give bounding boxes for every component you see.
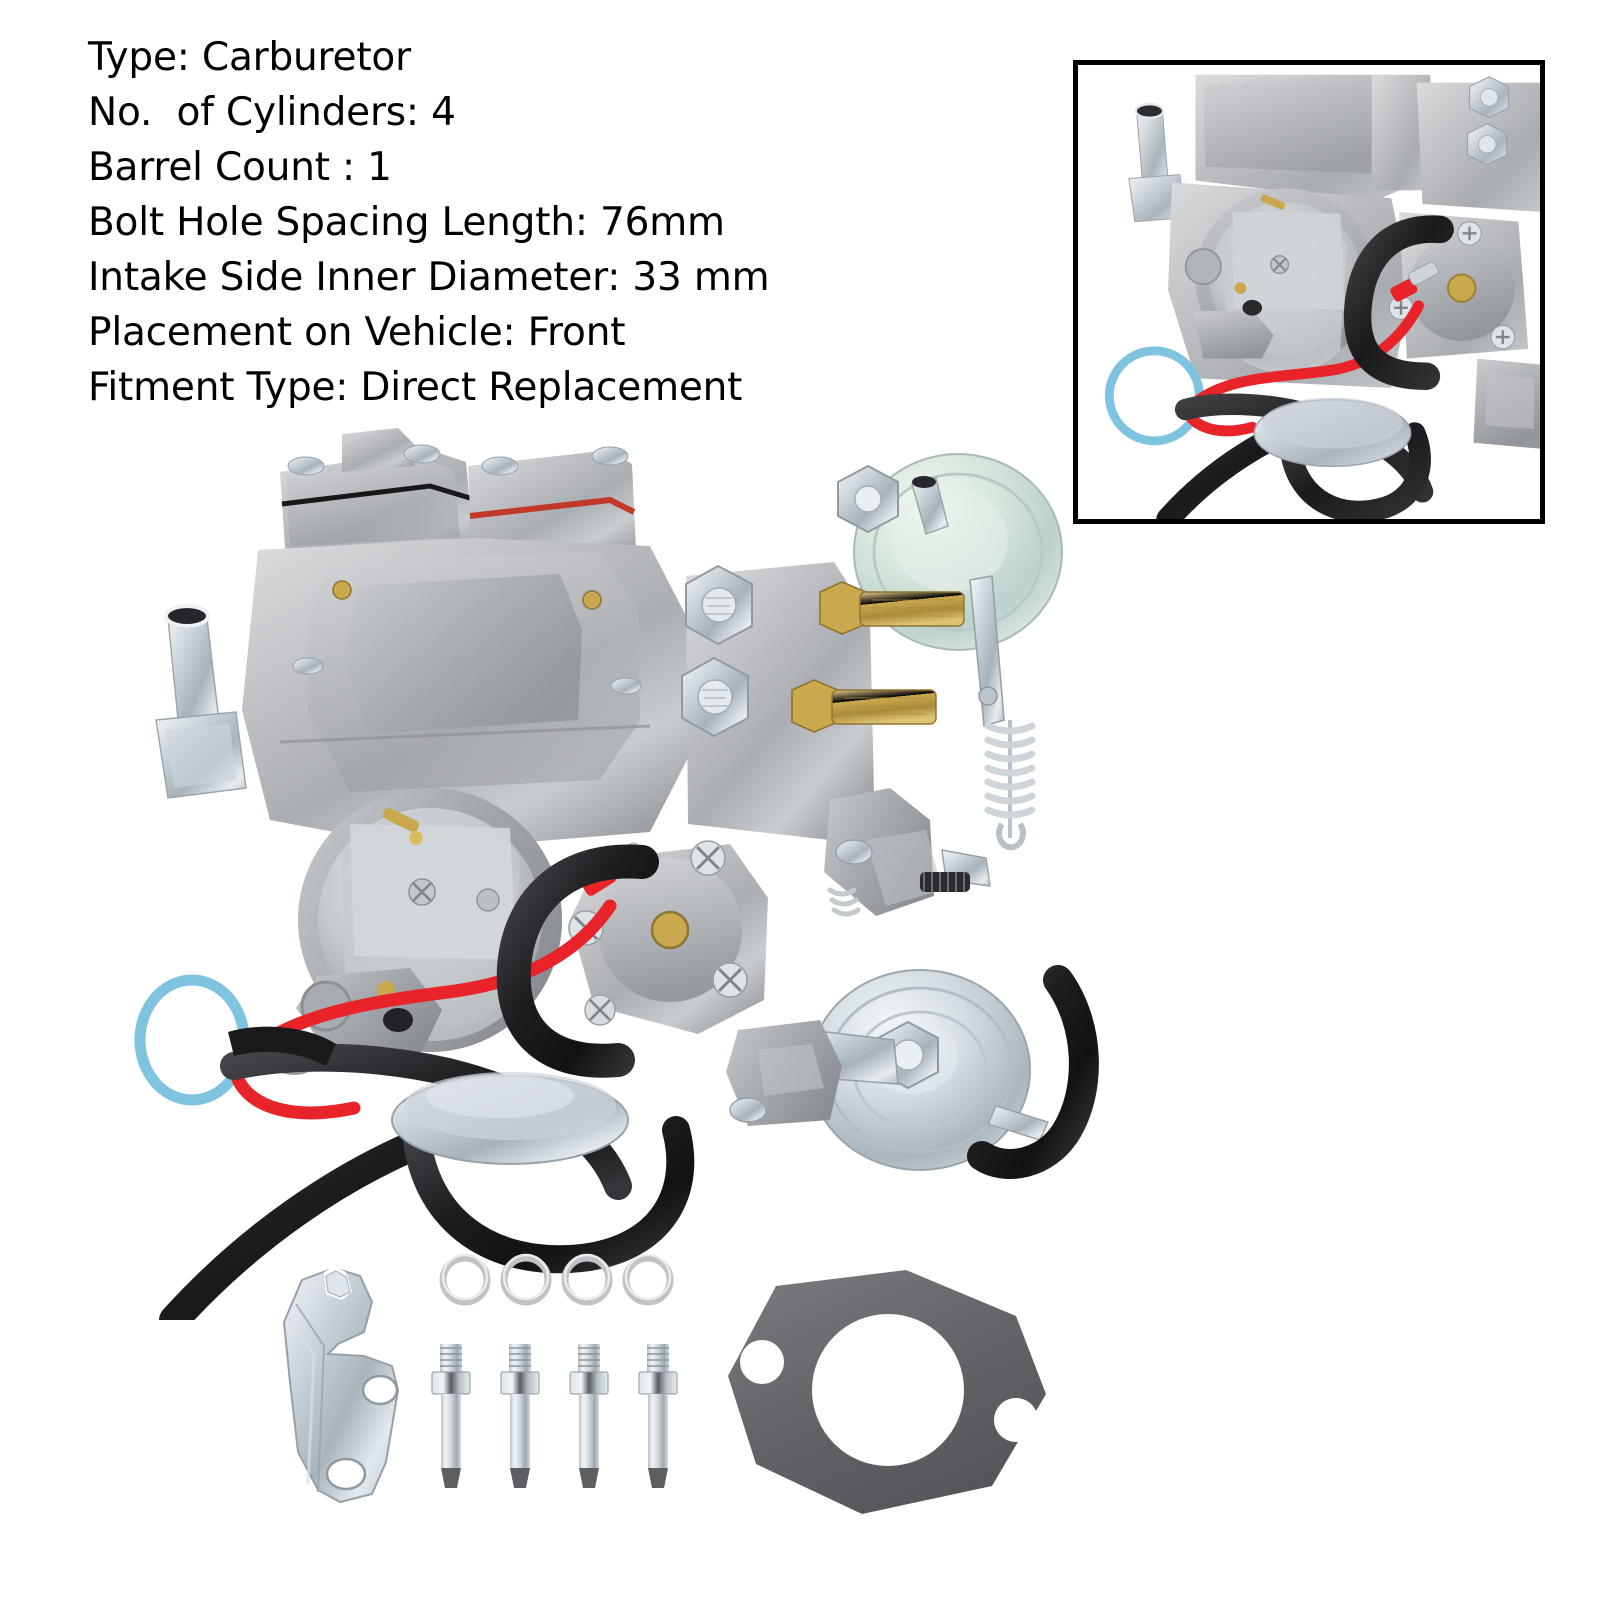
gasket-bolt-hole-left [740, 1340, 784, 1384]
brass-plug-right [582, 590, 602, 610]
fuel-inlet-elbow-nipple [155, 604, 247, 799]
mounting-stud [431, 1344, 471, 1488]
mounting-stud [500, 1344, 540, 1488]
throttle-linkage-arm [969, 575, 1005, 728]
lower-linkage-bracket [726, 1020, 842, 1126]
flat-washer [622, 1254, 674, 1306]
mounting-stud [569, 1344, 609, 1488]
mounting-stud-set [431, 1344, 678, 1488]
hex-bolt-lower [681, 656, 749, 738]
specification-list: Type: Carburetor No. of Cylinders: 4 Bar… [88, 30, 988, 415]
intake-gasket [728, 1270, 1046, 1514]
hex-bolt-upper [685, 564, 753, 646]
flat-washer [439, 1254, 491, 1306]
spec-line-placement: Placement on Vehicle: Front [88, 310, 626, 355]
bottom-fuel-bowl [391, 1072, 629, 1165]
flat-washer [561, 1254, 613, 1306]
flat-washer [500, 1254, 552, 1306]
upper-vacuum-diaphragm [837, 453, 1063, 651]
mounting-stud [638, 1344, 678, 1488]
float-bowl-cover-left [280, 428, 474, 570]
brass-idle-jet [382, 807, 423, 845]
main-carburetor-illustration [134, 428, 1099, 1320]
brass-center-nut [650, 910, 690, 950]
spec-line-barrel: Barrel Count : 1 [88, 145, 392, 190]
float-bowl-cover-right [468, 446, 636, 568]
throttle-lever-cluster [824, 788, 991, 917]
carburetor-main-body [242, 538, 692, 850]
closeup-inset-panel [1073, 60, 1545, 524]
wire-retaining-clip [228, 1026, 336, 1066]
closeup-inset-illustration [1078, 65, 1540, 519]
solenoid-housing [568, 840, 768, 1034]
brass-plug-left [332, 580, 352, 600]
red-gasket-seal [469, 496, 636, 519]
throttle-bore-venturi [267, 788, 562, 1075]
brass-fitting-upper [819, 581, 965, 635]
mounting-bracket [282, 1266, 400, 1504]
spec-line-cylinders: No. of Cylinders: 4 [88, 90, 456, 135]
lower-vacuum-diaphragm [791, 969, 1049, 1171]
spec-line-type: Type: Carburetor [88, 35, 411, 80]
gasket-center-hole [812, 1314, 964, 1466]
gasket-bolt-hole-right [994, 1398, 1038, 1442]
blue-o-ring [134, 974, 250, 1106]
spec-line-bolt-hole: Bolt Hole Spacing Length: 76mm [88, 200, 725, 245]
spec-line-intake-id: Intake Side Inner Diameter: 33 mm [88, 255, 770, 300]
throttle-return-spring [984, 720, 1036, 851]
spec-line-fitment: Fitment Type: Direct Replacement [88, 365, 743, 410]
flat-washer-set [439, 1253, 674, 1306]
brass-fitting-lower [791, 679, 937, 733]
right-side-assembly [681, 453, 1063, 917]
